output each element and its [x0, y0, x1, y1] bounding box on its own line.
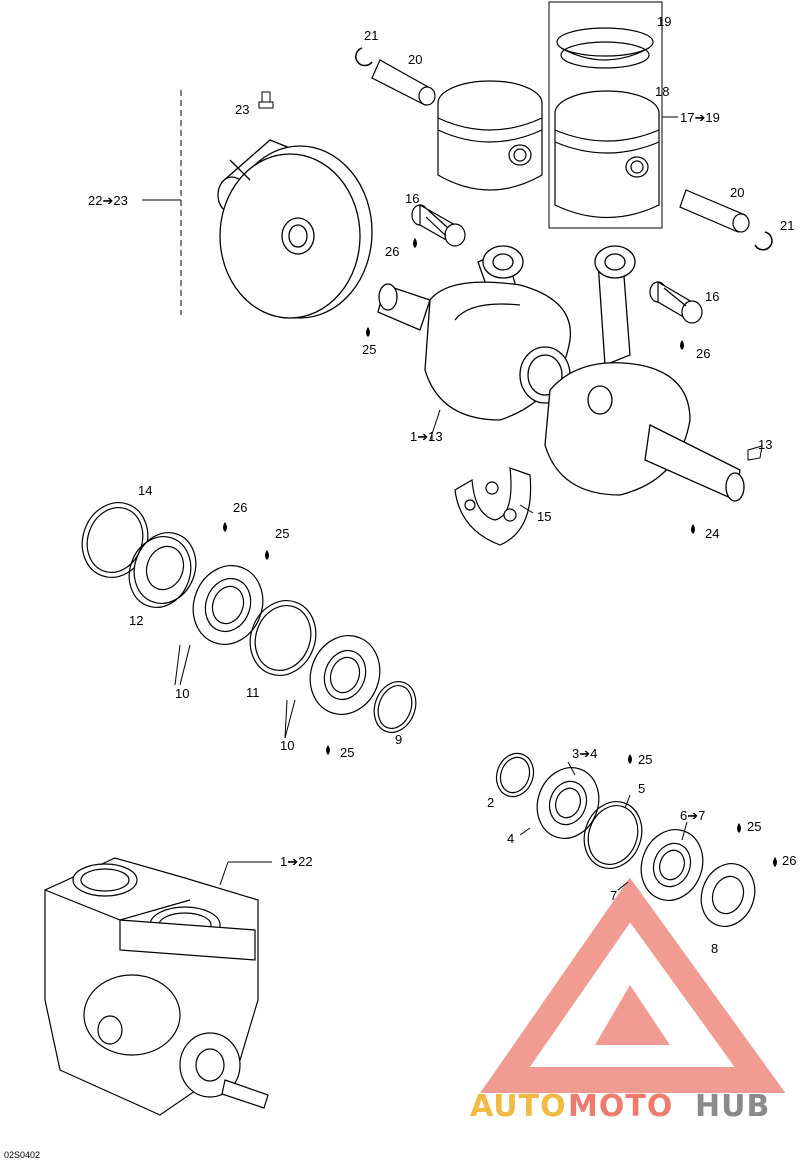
- label-1-13: 1➔13: [410, 429, 443, 444]
- o-ring-5: [583, 801, 643, 869]
- ball-bearing-left-2: [309, 635, 381, 715]
- piston-pin-right: [679, 189, 750, 233]
- piston-in-box: [554, 90, 660, 218]
- label-22-23: 22➔23: [88, 193, 128, 208]
- label-25-right-b: 25: [747, 819, 761, 834]
- label-15: 15: [537, 509, 551, 524]
- watermark-text: AUTO MOTO HUB: [470, 1089, 770, 1124]
- label-26-right-b: 26: [782, 853, 796, 868]
- watermark-part1: AUTO: [470, 1089, 567, 1124]
- label-25-lower: 25: [340, 745, 354, 760]
- label-3-4: 3➔4: [572, 746, 597, 761]
- label-20-right: 20: [730, 185, 744, 200]
- label-19: 19: [657, 14, 671, 29]
- piston-ring: [556, 27, 654, 69]
- oil-seal-12: [128, 532, 197, 608]
- crankshaft: [377, 245, 745, 502]
- ball-bearing-left: [192, 565, 264, 645]
- label-24: 24: [705, 526, 719, 541]
- piston: [437, 80, 543, 191]
- label-10: 10: [175, 686, 189, 701]
- lubricant-drop-icons: [223, 238, 777, 867]
- grease-fitting: [258, 91, 274, 109]
- label-16-right: 16: [705, 289, 719, 304]
- piston-kit-box: [548, 1, 663, 229]
- ball-bearing-right: [536, 767, 600, 839]
- label-4: 4: [507, 831, 514, 846]
- label-23: 23: [235, 102, 249, 117]
- o-ring-11: [249, 600, 317, 676]
- label-12: 12: [129, 613, 143, 628]
- part-labels: 21 20 19 18 17➔19 23 22➔23 16 26 20 21 1…: [4, 14, 796, 1160]
- circlip: [355, 47, 373, 67]
- ball-bearing-right-2: [640, 829, 704, 901]
- label-26: 26: [385, 244, 399, 259]
- label-21: 21: [364, 28, 378, 43]
- o-ring-9: [373, 681, 417, 733]
- figure-code: 02S0402: [4, 1150, 40, 1160]
- label-8: 8: [711, 941, 718, 956]
- label-9: 9: [395, 732, 402, 747]
- engine-block: [44, 857, 269, 1116]
- label-2: 2: [487, 795, 494, 810]
- o-ring-2: [495, 752, 535, 798]
- watermark-logo: [480, 877, 786, 1093]
- label-25-right-a: 25: [638, 752, 652, 767]
- bearing-shell: [454, 467, 532, 546]
- label-17-19: 17➔19: [680, 110, 720, 125]
- label-7: 7: [610, 888, 617, 903]
- label-5: 5: [638, 781, 645, 796]
- label-1-22: 1➔22: [280, 854, 313, 869]
- leader-lines: [174, 409, 688, 891]
- piston-pin: [371, 59, 436, 106]
- label-11: 11: [246, 685, 260, 700]
- label-26-right: 26: [696, 346, 710, 361]
- label-25: 25: [362, 342, 376, 357]
- needle-bearing-right: [649, 280, 703, 324]
- watermark-part2: MOTO: [568, 1089, 673, 1124]
- label-14: 14: [138, 483, 152, 498]
- woodruff-key: [747, 445, 763, 461]
- label-10-lower: 10: [280, 738, 294, 753]
- label-6-7: 6➔7: [680, 808, 705, 823]
- circlip-right: [754, 231, 773, 251]
- label-18: 18: [655, 84, 669, 99]
- watermark-part3: HUB: [695, 1089, 770, 1124]
- label-25-left: 25: [275, 526, 289, 541]
- label-26-left: 26: [233, 500, 247, 515]
- oil-seal-8: [700, 863, 756, 927]
- label-21-right: 21: [780, 218, 794, 233]
- label-20: 20: [408, 52, 422, 67]
- label-13: 13: [758, 437, 772, 452]
- needle-bearing: [411, 203, 466, 247]
- flywheel: [217, 139, 373, 319]
- label-16: 16: [405, 191, 419, 206]
